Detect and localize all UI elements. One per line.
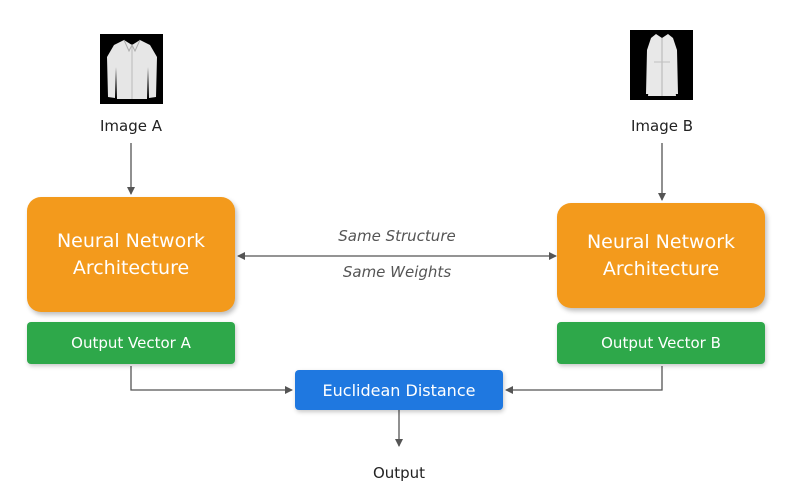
image-b-label: Image B [630,117,694,135]
neural-network-a-line2: Architecture [72,256,190,279]
image-a-thumbnail [100,34,163,104]
euclidean-distance-label: Euclidean Distance [322,380,476,400]
output-label: Output [372,464,426,482]
arrow-vector-b-to-distance [505,366,663,394]
output-vector-b-label: Output Vector B [601,334,721,352]
image-a-label: Image A [99,117,162,135]
output-vector-a-label: Output Vector A [71,334,191,352]
neural-network-b-box: Neural Network Architecture [557,203,765,308]
image-b-thumbnail [630,30,693,100]
euclidean-distance-box: Euclidean Distance [295,370,503,410]
arrow-vector-a-to-distance [130,366,293,394]
neural-network-a-line1: Neural Network [56,229,206,252]
output-vector-b-box: Output Vector B [557,322,765,364]
jacket-icon [106,39,157,99]
neural-network-a-box: Neural Network Architecture [27,197,235,312]
output-vector-a-box: Output Vector A [27,322,235,364]
coat-icon [645,34,678,96]
same-weights-label: Same Weights [342,263,452,281]
neural-network-b-line1: Neural Network [586,230,736,253]
neural-network-b-line2: Architecture [602,257,720,280]
same-structure-label: Same Structure [338,227,456,245]
